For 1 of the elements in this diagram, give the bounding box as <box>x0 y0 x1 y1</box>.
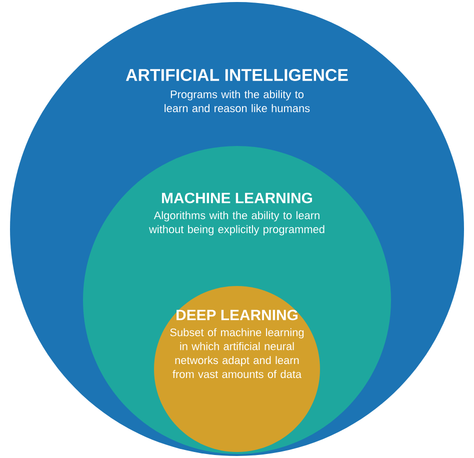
circle-region: DEEP LEARNING Subset of machine learning in which artificial neural networks adapt and learn from vast amounts of data <box>154 286 320 452</box>
